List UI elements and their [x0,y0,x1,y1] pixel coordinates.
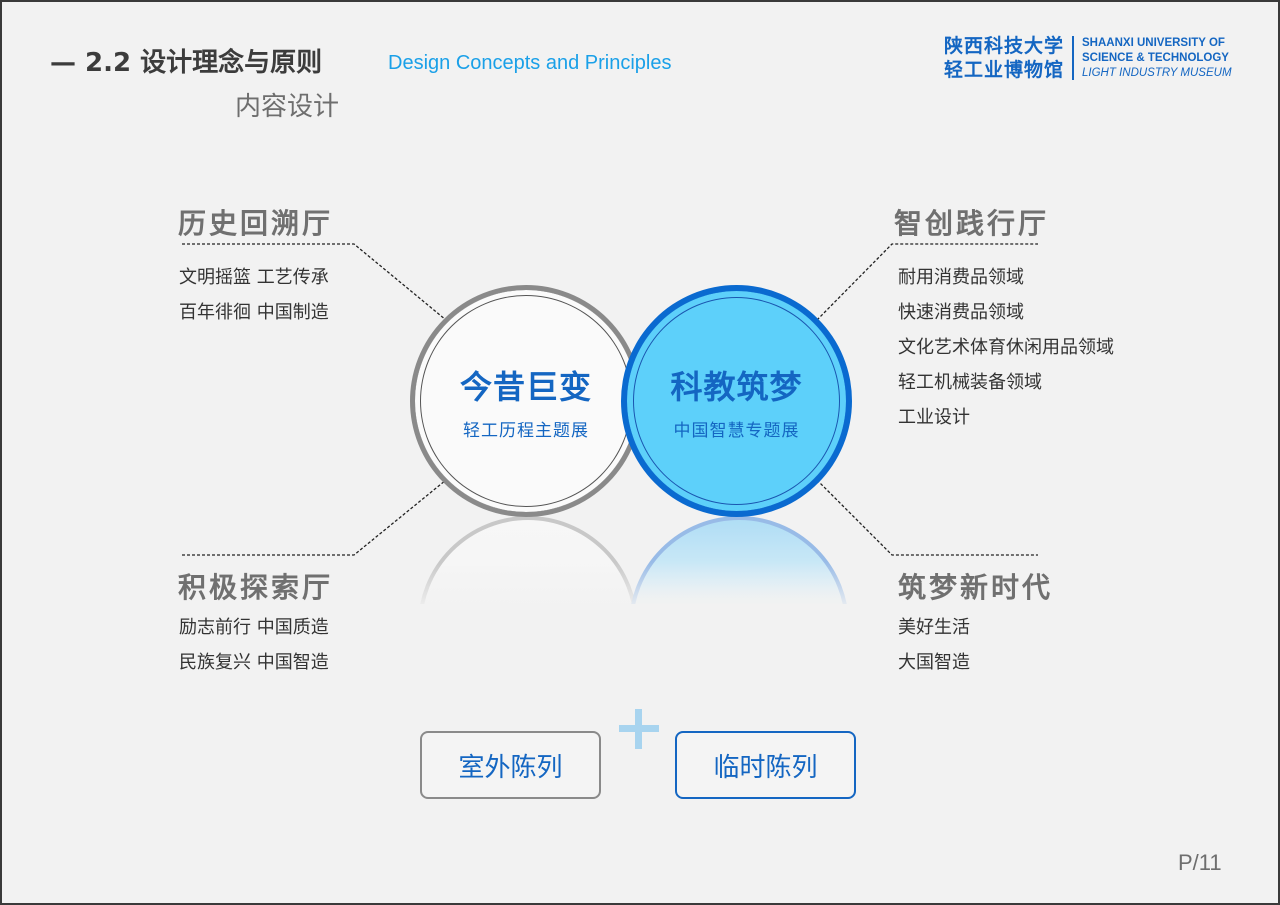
hall-item: 民族复兴 中国智造 [179,652,329,673]
section-subtitle: 内容设计 [235,92,340,122]
connector-bottom-left [182,479,447,556]
section-title: — 2.2 设计理念与原则 [50,48,323,78]
circle-special-exhibition[interactable]: 科教筑梦 中国智慧专题展 [621,285,852,517]
section-title-english: Design Concepts and Principles [388,52,672,74]
hall-item: 快速消费品领域 [898,302,1024,323]
reflection-fade [402,562,862,612]
outdoor-display-button[interactable]: 室外陈列 [420,731,601,799]
logo-en-line2: SCIENCE & TECHNOLOGY [1082,51,1229,64]
hall-title-exploration: 积极探索厅 [178,571,334,604]
page-number: P/11 [1178,850,1222,875]
circle-right-title: 科教筑梦 [670,367,803,406]
hall-title-innovation: 智创践行厅 [894,207,1050,240]
connector-top-right [816,243,1038,321]
plus-icon [619,709,659,749]
logo-divider [1072,36,1075,80]
logo-cn-line1: 陕西科技大学 [944,35,1065,57]
hall-items-innovation: 耐用消费品领域 快速消费品领域 文化艺术体育休闲用品领域 轻工机械装备领域 工业… [898,260,1114,435]
hall-items-exploration: 励志前行 中国质造 民族复兴 中国智造 [179,610,329,680]
logo-cn-line2: 轻工业博物馆 [944,59,1065,81]
hall-title-history: 历史回溯厅 [178,207,334,240]
hall-item: 文化艺术体育休闲用品领域 [898,337,1114,358]
connector-top-left [182,243,447,321]
museum-logo: 陕西科技大学 轻工业博物馆 SHAANXI UNIVERSITY OF SCIE… [944,34,1232,82]
hall-item: 百年徘徊 中国制造 [179,302,329,323]
circle-left-title: 今昔巨变 [459,367,592,406]
circle-left-subtitle: 轻工历程主题展 [463,420,589,441]
hall-title-new-era: 筑梦新时代 [898,571,1054,604]
hall-item: 文明摇篮 工艺传承 [179,267,329,288]
connector-bottom-right [816,479,1038,556]
hall-item: 工业设计 [898,407,970,428]
logo-chinese: 陕西科技大学 轻工业博物馆 [944,34,1064,82]
logo-english: SHAANXI UNIVERSITY OF SCIENCE & TECHNOLO… [1082,36,1232,81]
circle-right-subtitle: 中国智慧专题展 [673,420,800,441]
hall-items-history: 文明摇篮 工艺传承 百年徘徊 中国制造 [179,260,329,330]
logo-en-line1: SHAANXI UNIVERSITY OF [1082,36,1225,49]
hall-item: 励志前行 中国质造 [179,617,329,638]
hall-item: 轻工机械装备领域 [898,372,1042,393]
hall-item: 大国智造 [898,652,970,673]
hall-item: 耐用消费品领域 [898,267,1024,288]
temporary-display-button[interactable]: 临时陈列 [675,731,856,799]
hall-item: 美好生活 [898,617,970,638]
circle-theme-exhibition[interactable]: 今昔巨变 轻工历程主题展 [410,285,642,517]
hall-items-new-era: 美好生活 大国智造 [898,610,970,680]
logo-en-line3: LIGHT INDUSTRY MUSEUM [1082,66,1232,79]
